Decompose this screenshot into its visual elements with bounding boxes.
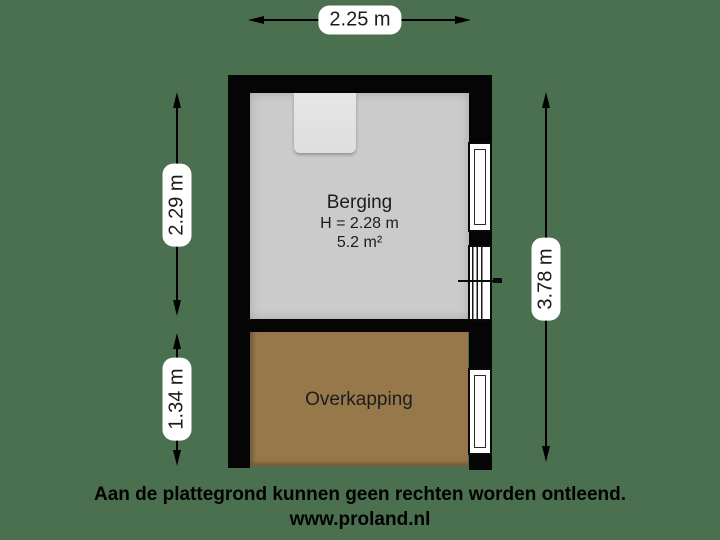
footer-disclaimer: Aan de plattegrond kunnen geen rechten w… — [93, 484, 627, 505]
room-berging: Berging H = 2.28 m 5.2 m² — [250, 93, 469, 319]
dimension-left-upper-label: 2.29 m — [162, 163, 192, 247]
window-icon — [468, 142, 492, 232]
dimension-left-lower-label: 1.34 m — [162, 357, 192, 441]
door-section-line — [458, 280, 495, 282]
room-overkapping-label: Overkapping — [305, 389, 413, 410]
dimension-right-label: 3.78 m — [531, 237, 561, 321]
room-berging-label: Berging — [326, 192, 393, 213]
room-overkapping: Overkapping — [250, 332, 468, 466]
arrowhead-up-icon — [541, 92, 550, 108]
arrowhead-down-icon — [172, 300, 181, 316]
arrowhead-down-icon — [172, 450, 181, 466]
arrowhead-up-icon — [172, 333, 181, 349]
wall-top — [228, 75, 492, 93]
arrowhead-right-icon — [455, 15, 471, 24]
fixture-block — [294, 93, 356, 153]
wall-left — [228, 75, 250, 468]
room-berging-area: 5.2 m² — [336, 234, 383, 251]
footer-website: www.proland.nl — [289, 509, 431, 530]
arrowhead-left-icon — [248, 15, 264, 24]
wall-divider — [228, 319, 492, 332]
arrowhead-down-icon — [541, 446, 550, 462]
door-section-tick — [493, 278, 502, 283]
dimension-top-label: 2.25 m — [318, 5, 402, 35]
window-icon — [468, 368, 492, 455]
room-berging-ceiling-height: H = 2.28 m — [320, 215, 399, 232]
door-icon — [468, 245, 492, 321]
arrowhead-up-icon — [172, 92, 181, 108]
